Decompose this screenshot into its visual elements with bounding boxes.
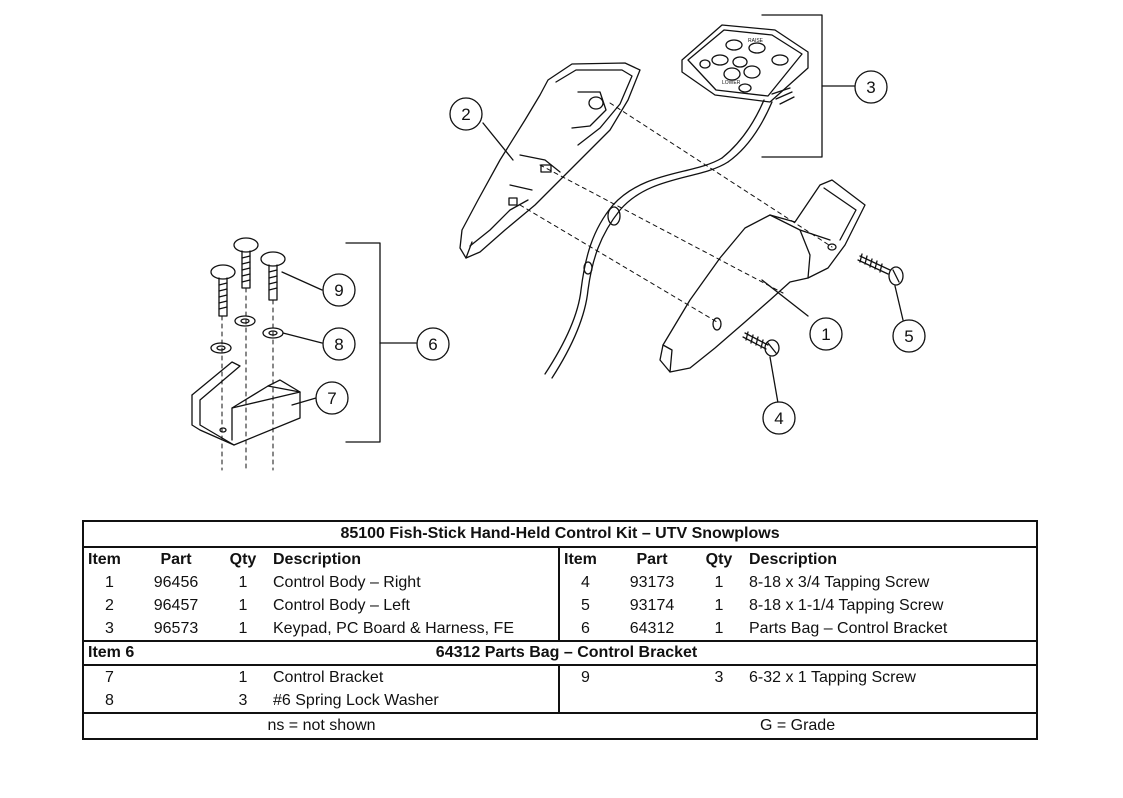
- cell-part: [135, 665, 217, 689]
- callout-4-label: 4: [774, 409, 783, 428]
- cell-description: 8-18 x 1-1/4 Tapping Screw: [749, 596, 944, 614]
- cell-qty: 3: [714, 668, 724, 686]
- callout-5-label: 5: [904, 327, 913, 346]
- section-header-row: Item 6 64312 Parts Bag – Control Bracket: [83, 640, 1038, 666]
- callout-7-circle: [315, 381, 349, 415]
- header-part: Part: [160, 550, 192, 568]
- cell-description: #6 Spring Lock Washer: [269, 689, 560, 713]
- cell-item: 7: [105, 668, 114, 686]
- cell-qty: 1: [238, 668, 248, 686]
- table-footer-row: ns = not shown G = Grade: [83, 712, 1038, 739]
- bracket-screws: [210, 237, 286, 317]
- screw-long: [857, 253, 904, 286]
- callout-2-circle: [449, 97, 483, 131]
- header-qty: Qty: [229, 550, 257, 568]
- callout-1-circle: [809, 317, 843, 351]
- cell-item: [559, 689, 611, 713]
- cell-part: [611, 665, 693, 689]
- cell-description: [745, 689, 1037, 713]
- footer-right-note: G = Grade: [559, 712, 1038, 739]
- callout-8-circle: [322, 327, 356, 361]
- callout-2-label: 2: [461, 105, 470, 124]
- table-row: 3 96573 1 Keypad, PC Board & Harness, FE…: [83, 617, 1037, 641]
- cell-item: 3: [105, 619, 114, 637]
- keypad-lower-text: LOWER: [722, 80, 741, 86]
- callout-3-circle: [854, 70, 888, 104]
- section-label: Item 6: [83, 640, 217, 666]
- cell-qty: 1: [238, 596, 248, 614]
- cell-description: 6-32 x 1 Tapping Screw: [749, 668, 916, 686]
- cell-qty: 1: [714, 573, 724, 591]
- cell-part: 96456: [153, 573, 199, 591]
- cell-description: Control Body – Right: [269, 571, 560, 594]
- cell-qty: 1: [238, 573, 248, 591]
- control-body-right: [659, 179, 866, 373]
- cell-qty: 1: [714, 619, 724, 637]
- cell-part: [611, 689, 693, 713]
- cell-item: 9: [581, 668, 590, 686]
- cell-item: 5: [581, 596, 590, 614]
- cell-item: 4: [581, 573, 590, 591]
- cell-part: 64312: [629, 619, 675, 637]
- header-item: Item: [564, 550, 597, 568]
- screw-short: [742, 331, 780, 357]
- callout-9-label: 9: [334, 281, 343, 300]
- table-title-row: 85100 Fish-Stick Hand-Held Control Kit –…: [83, 521, 1038, 548]
- header-item: Item: [88, 550, 121, 568]
- cell-qty: 1: [714, 596, 724, 614]
- keypad: [544, 24, 809, 379]
- callout-4-circle: [762, 401, 796, 435]
- table-row: 1 96456 1 Control Body – Right 4 93173 1…: [83, 571, 1037, 594]
- cell-description: Parts Bag – Control Bracket: [749, 619, 948, 637]
- cell-description: 8-18 x 3/4 Tapping Screw: [749, 573, 930, 591]
- cell-part: 93173: [629, 573, 675, 591]
- table-row: 8 3 #6 Spring Lock Washer: [83, 689, 1037, 713]
- callout-9-circle: [322, 273, 356, 307]
- cell-item: 8: [105, 691, 114, 709]
- header-qty: Qty: [705, 550, 733, 568]
- cell-item: 1: [105, 573, 114, 591]
- cell-qty: [693, 689, 745, 713]
- callout-1-label: 1: [821, 325, 830, 344]
- cell-item: 2: [105, 596, 114, 614]
- cell-description: Keypad, PC Board & Harness, FE: [269, 617, 560, 641]
- exploded-parts-diagram: RAISE LOWER 1 2 3 4 5 6 7 8 9: [191, 14, 926, 471]
- callout-8-label: 8: [334, 335, 343, 354]
- cell-part: 96457: [153, 596, 199, 614]
- section-title: 64312 Parts Bag – Control Bracket: [217, 640, 1038, 666]
- cell-description: Control Body – Left: [269, 594, 560, 617]
- callout-3-label: 3: [866, 78, 875, 97]
- callout-6-label: 6: [428, 335, 437, 354]
- control-body-left: [459, 62, 641, 259]
- header-part: Part: [636, 550, 668, 568]
- cell-part: [135, 689, 217, 713]
- callout-6-circle: [416, 327, 450, 361]
- table-title: 85100 Fish-Stick Hand-Held Control Kit –…: [83, 521, 1038, 548]
- cell-qty: 3: [238, 691, 248, 709]
- cell-item: 6: [581, 619, 590, 637]
- cell-part: 93174: [629, 596, 675, 614]
- footer-left-note: ns = not shown: [83, 712, 559, 739]
- callout-5-circle: [892, 319, 926, 353]
- header-description: Description: [749, 550, 838, 568]
- parts-list-table: 85100 Fish-Stick Hand-Held Control Kit –…: [82, 520, 1039, 740]
- callout-7-label: 7: [327, 389, 336, 408]
- keypad-raise-text: RAISE: [748, 38, 764, 44]
- cell-description: Control Bracket: [269, 665, 560, 689]
- table-row: 7 1 Control Bracket 9 3 6-32 x 1 Tapping…: [83, 665, 1037, 689]
- cell-part: 96573: [153, 619, 199, 637]
- cell-qty: 1: [238, 619, 248, 637]
- table-row: 2 96457 1 Control Body – Left 5 93174 1 …: [83, 594, 1037, 617]
- table-header-row: Item Part Qty Description Item Part Qty …: [83, 547, 1037, 571]
- header-description: Description: [269, 547, 560, 571]
